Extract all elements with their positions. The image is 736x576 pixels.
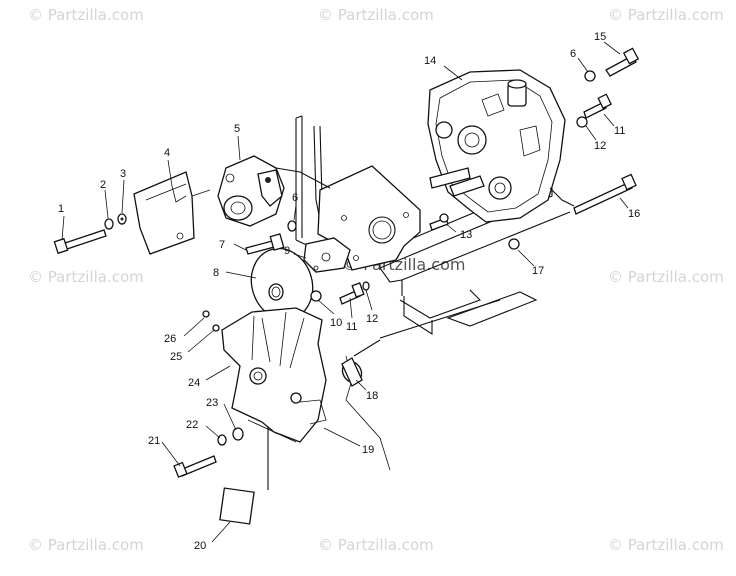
callout-11-right: 11 — [614, 125, 625, 137]
watermark-bottom-right: © Partzilla.com — [608, 536, 724, 554]
callout-26: 26 — [164, 333, 176, 345]
callout-6-left: 6 — [292, 192, 298, 204]
callout-18: 18 — [366, 390, 378, 402]
callout-17: 17 — [532, 265, 544, 277]
callout-9: 9 — [284, 245, 290, 257]
watermark-top-left: © Partzilla.com — [28, 6, 144, 24]
watermark-group: © Partzilla.com © Partzilla.com © Partzi… — [28, 6, 724, 554]
bearing-block — [217, 155, 331, 227]
callout-20: 20 — [194, 540, 206, 552]
callout-19: 19 — [362, 444, 374, 456]
bolts — [53, 47, 640, 525]
callout-10: 10 — [330, 317, 342, 329]
callout-12-right: 12 — [594, 140, 606, 152]
spacer — [341, 357, 363, 387]
watermark-bottom-left: © Partzilla.com — [28, 536, 144, 554]
callout-11-center: 11 — [346, 321, 357, 333]
guard-cover — [221, 307, 327, 443]
callout-22: 22 — [186, 419, 198, 431]
mounting-plate — [303, 165, 421, 273]
callout-6-right: 6 — [570, 48, 576, 60]
watermark-top-center: © Partzilla.com — [318, 6, 434, 24]
callout-23: 23 — [206, 397, 218, 409]
callout-5: 5 — [234, 123, 240, 135]
callout-15: 15 — [594, 31, 606, 43]
callout-25: 25 — [170, 351, 182, 363]
watermark-mid-left: © Partzilla.com — [28, 268, 144, 286]
watermark-mid-right: © Partzilla.com — [608, 268, 724, 286]
callout-4: 4 — [164, 147, 170, 159]
watermark-bottom-center: © Partzilla.com — [318, 536, 434, 554]
callout-7: 7 — [219, 239, 225, 251]
callout-numbers: 1 2 3 4 5 6 7 8 9 10 11 12 13 14 15 6 11… — [58, 31, 640, 552]
callout-8: 8 — [213, 267, 219, 279]
callout-2: 2 — [100, 179, 106, 191]
leader-lines — [61, 41, 629, 543]
chaincase-housing — [427, 69, 575, 223]
callout-21: 21 — [148, 435, 160, 447]
bracket — [133, 171, 211, 255]
callout-13: 13 — [460, 229, 472, 241]
watermark-top-right: © Partzilla.com — [608, 6, 724, 24]
callout-3: 3 — [120, 168, 126, 180]
callout-1: 1 — [58, 203, 64, 215]
callout-24: 24 — [188, 377, 200, 389]
callout-12-center: 12 — [366, 313, 378, 325]
callout-16: 16 — [628, 208, 640, 220]
callout-14: 14 — [424, 55, 436, 67]
